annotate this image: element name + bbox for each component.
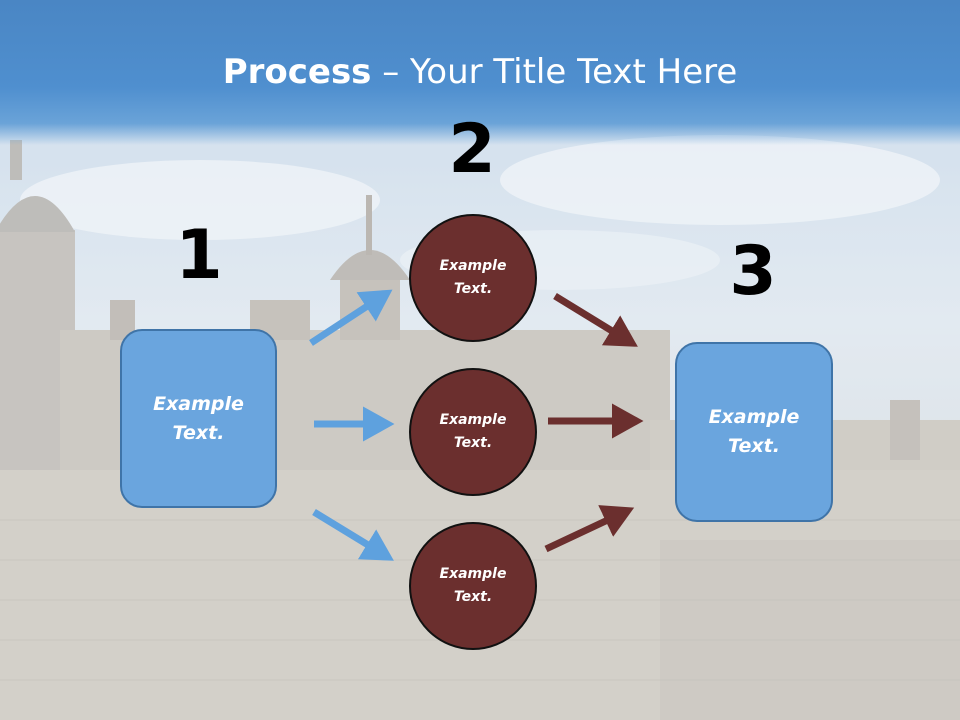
title-bold: Process bbox=[222, 52, 372, 92]
step-number-2: 2 bbox=[448, 110, 496, 189]
right-box-line1: Example bbox=[708, 406, 800, 428]
step-number-1: 1 bbox=[175, 216, 223, 295]
right-box-line2: Text. bbox=[728, 435, 780, 457]
left-box-line2: Text. bbox=[172, 421, 225, 444]
circle-middle-line2: Text. bbox=[453, 435, 493, 451]
title-bar bbox=[0, 0, 960, 145]
title-rest: – Your Title Text Here bbox=[371, 52, 738, 92]
circle-top-line2: Text. bbox=[453, 281, 493, 297]
circle-bottom-line2: Text. bbox=[453, 589, 493, 605]
step-number-3: 3 bbox=[729, 232, 777, 311]
slide-title: Process – Your Title Text Here bbox=[0, 52, 960, 92]
circle-bottom-line1: Example bbox=[439, 566, 507, 582]
circle-top-line1: Example bbox=[439, 258, 507, 274]
left-box-line1: Example bbox=[153, 392, 244, 415]
circle-middle-line1: Example bbox=[439, 412, 507, 428]
